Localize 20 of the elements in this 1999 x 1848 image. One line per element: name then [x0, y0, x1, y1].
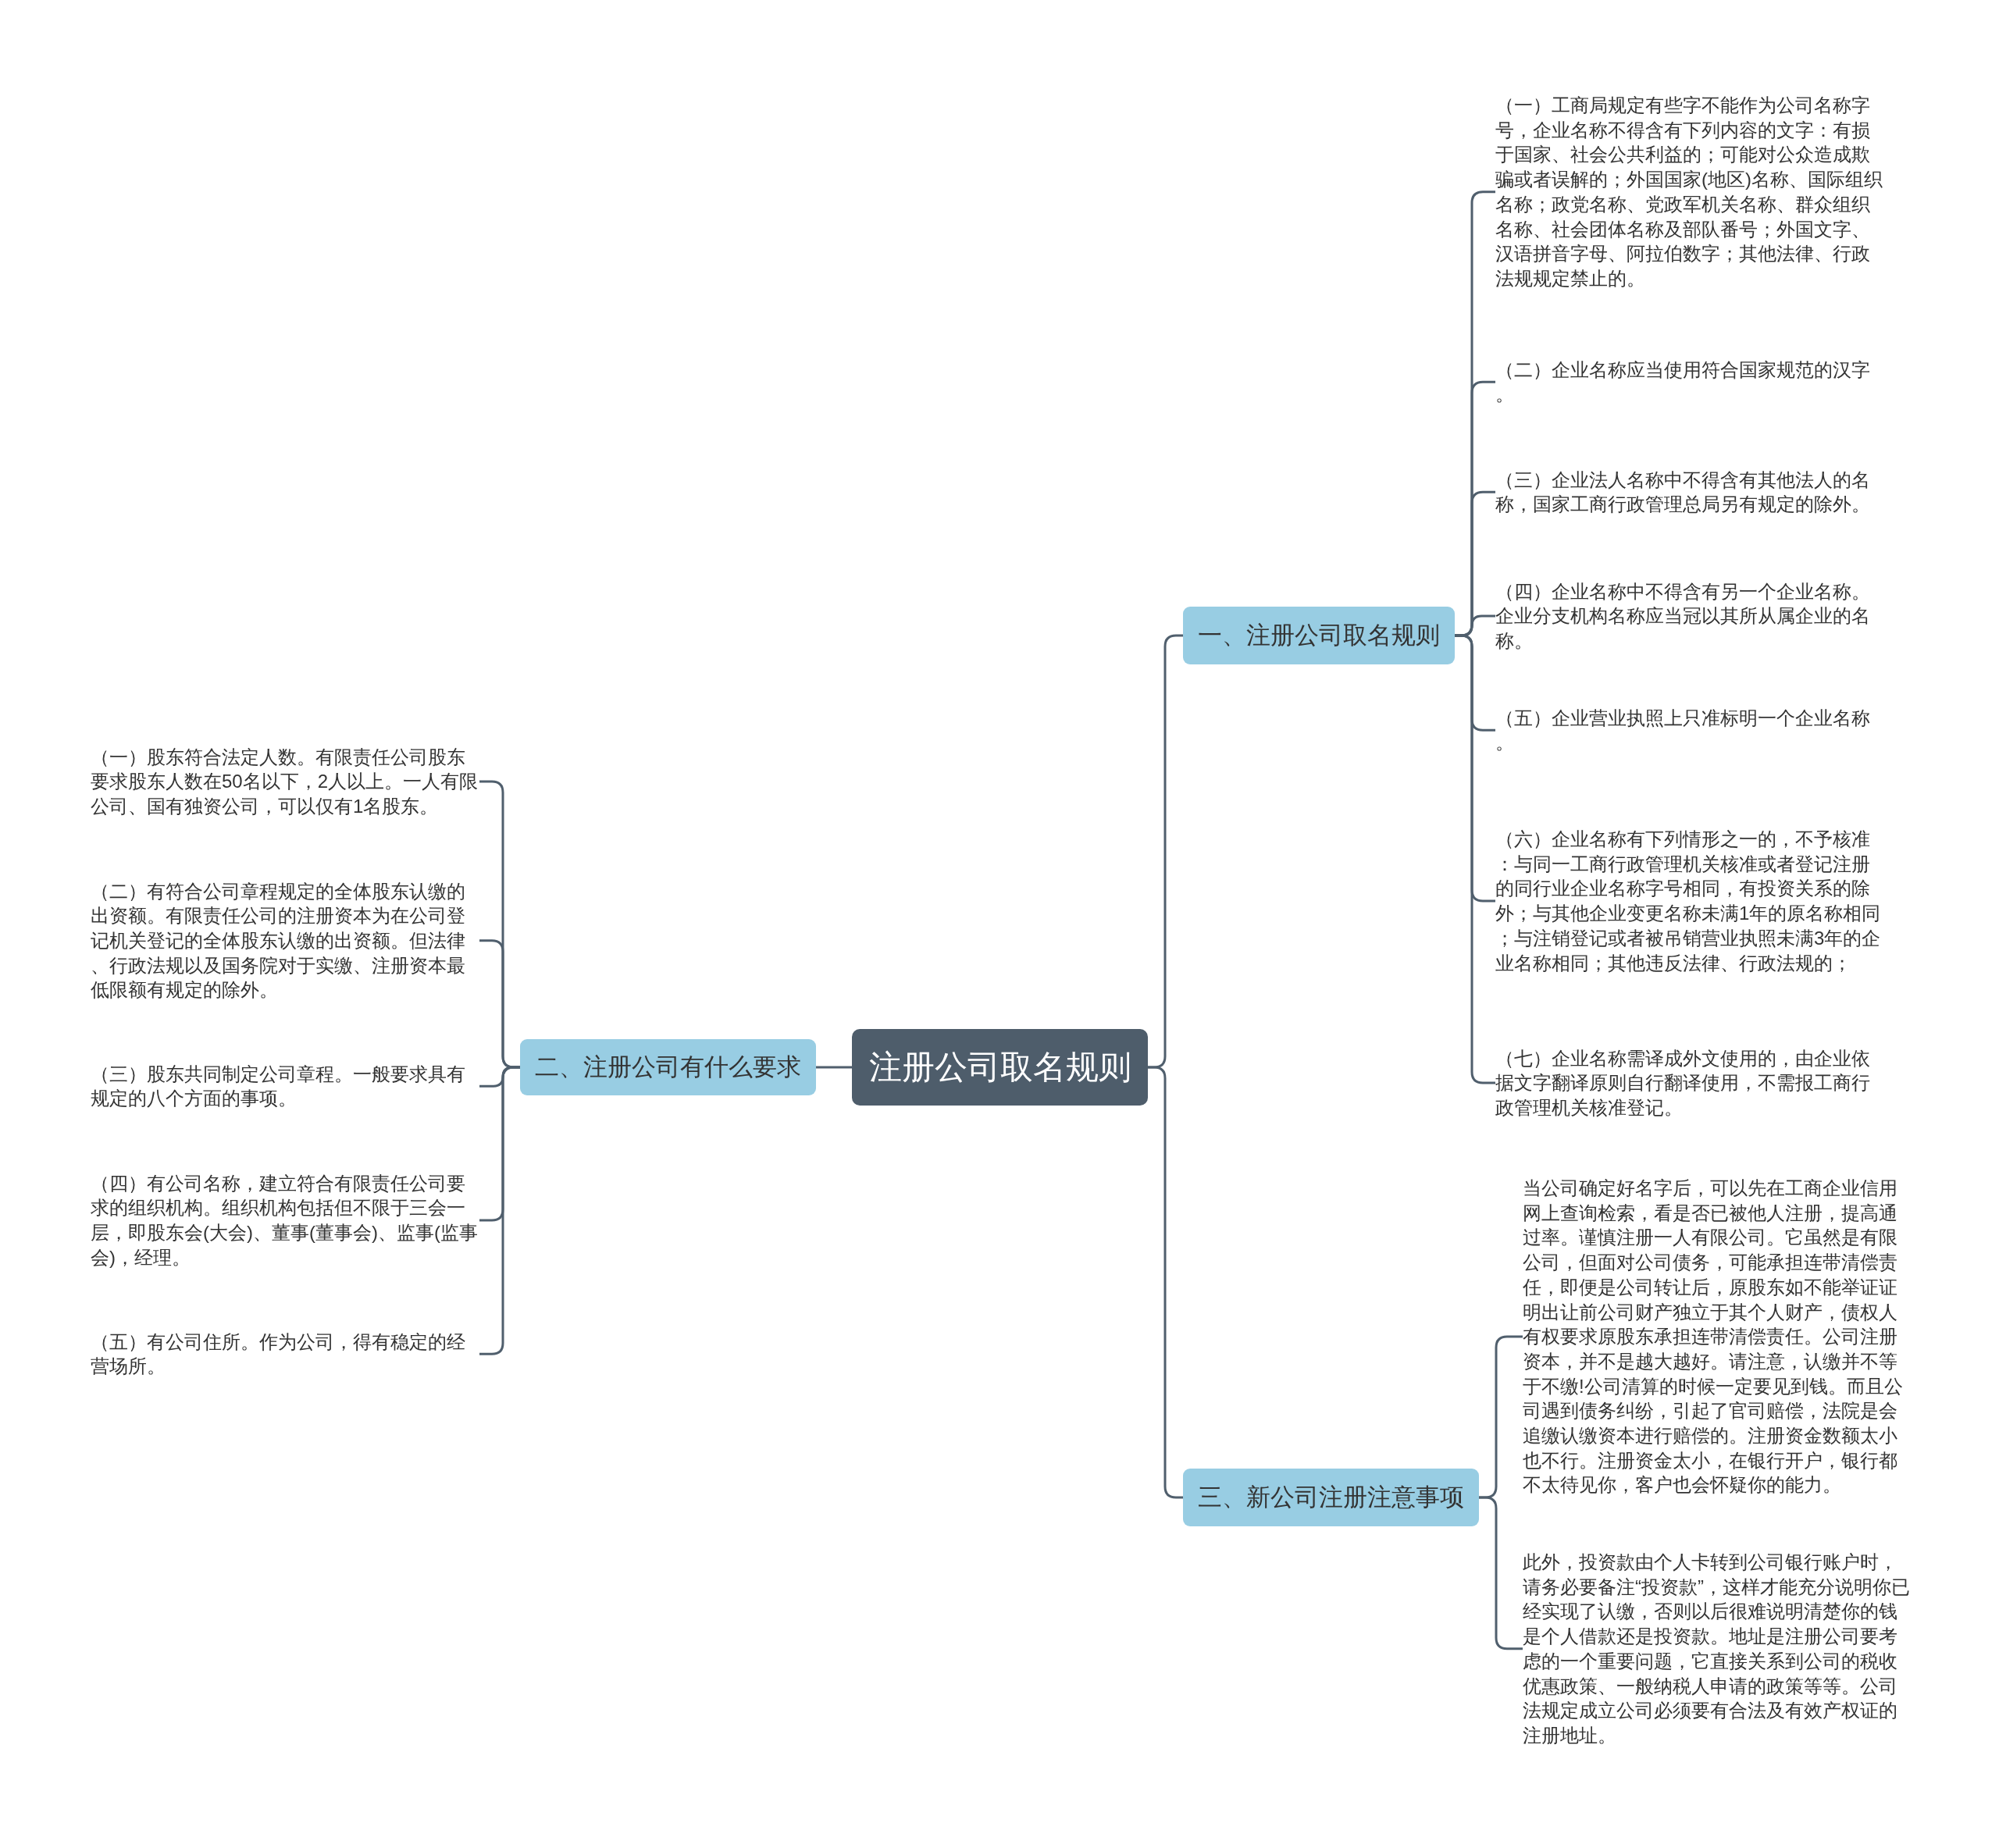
subtopic-text: （五）有公司住所。作为公司，得有稳定的经营场所。	[91, 1329, 479, 1379]
subtopic-text: （四）有公司名称，建立符合有限责任公司要求的组织机构。组织机构包括但不限于三会一层，即股东会(大会)、董事(董事会)、监事(监事会)，经理。	[91, 1170, 479, 1270]
subtopic-text: （二）企业名称应当使用符合国家规范的汉字。	[1495, 357, 1884, 407]
subtopic-text: （七）企业名称需译成外文使用的，由企业依据文字翻译原则自行翻译使用，不需报工商行政管理机关核准登记。	[1495, 1045, 1884, 1120]
central-topic-box: 注册公司取名规则	[852, 1029, 1148, 1106]
subtopic-text: （一）股东符合法定人数。有限责任公司股东要求股东人数在50名以下，2人以上。一人有限公司、国有独资公司，可以仅有1名股东。	[91, 744, 479, 819]
subtopic-text: （三）股东共同制定公司章程。一般要求具有规定的八个方面的事项。	[91, 1061, 479, 1111]
connector-line	[816, 1066, 852, 1069]
topic-box: 三、新公司注册注意事项	[1183, 1469, 1479, 1526]
subtopic-text: （四）企业名称中不得含有另一个企业名称。企业分支机构名称应当冠以其所从属企业的名称。	[1495, 579, 1884, 653]
subtopic-text: （五）企业营业执照上只准标明一个企业名称。	[1495, 705, 1884, 755]
subtopic-text: （三）企业法人名称中不得含有其他法人的名称，国家工商行政管理总局另有规定的除外。	[1495, 467, 1884, 517]
subtopic-text: 当公司确定好名字后，可以先在工商企业信用网上查询检索，看是否已被他人注册，提高通过率。谨慎注册一人有限公司。它虽然是有限公司，但面对公司债务，可能承担连带清偿责任，即便是公司转让后，原股东如不能举证证明出让前公司财产独立于其个人财产，债权人有权要求原股东承担连带清偿责任。公司注册资本，并不是越大越好。请注意，认缴并不等于不缴!公司清算的时候一定要见到钱。而且公司遇到债务纠纷，引起了官司赔偿，法院是会追缴认缴资本进行赔偿的。注册资金数额太小也不行。注册资金太小，在银行开户，银行都不太待见你，客户也会怀疑你的能力。	[1523, 1176, 1912, 1498]
subtopic-text: 此外，投资款由个人卡转到公司银行账户时，请务必要备注“投资款”，这样才能充分说明你已经实现了认缴，否则以后很难说明清楚你的钱是个人借款还是投资款。地址是注册公司要考虑的一个重要问题，它直接关系到公司的税收优惠政策、一般纳税人申请的政策等等。公司法规定成立公司必须要有合法及有效产权证的注册地址。	[1523, 1550, 1912, 1748]
topic-box: 一、注册公司取名规则	[1183, 607, 1455, 664]
subtopic-text: （二）有符合公司章程规定的全体股东认缴的出资额。有限责任公司的注册资本为在公司登记机关登记的全体股东认缴的出资额。但法律、行政法规以及国务院对于实缴、注册资本最低限额有规定的除外。	[91, 878, 479, 1002]
subtopic-text: （一）工商局规定有些字不能作为公司名称字号，企业名称不得含有下列内容的文字：有损于国家、社会公共利益的；可能对公众造成欺骗或者误解的；外国国家(地区)名称、国际组织名称；政党名称、党政军机关名称、群众组织名称、社会团体名称及部队番号；外国文字、汉语拼音字母、阿拉伯数字；其他法律、行政法规规定禁止的。	[1495, 93, 1884, 291]
topic-box: 二、注册公司有什么要求	[520, 1039, 816, 1095]
subtopic-text: （六）企业名称有下列情形之一的，不予核准：与同一工商行政管理机关核准或者登记注册的同行业企业名称字号相同，有投资关系的除外；与其他企业变更名称未满1年的原名称相同；与注销登记或者被吊销营业执照未满3年的企业名称相同；其他违反法律、行政法规的；	[1495, 827, 1884, 976]
connector-line	[1148, 1066, 1183, 1499]
